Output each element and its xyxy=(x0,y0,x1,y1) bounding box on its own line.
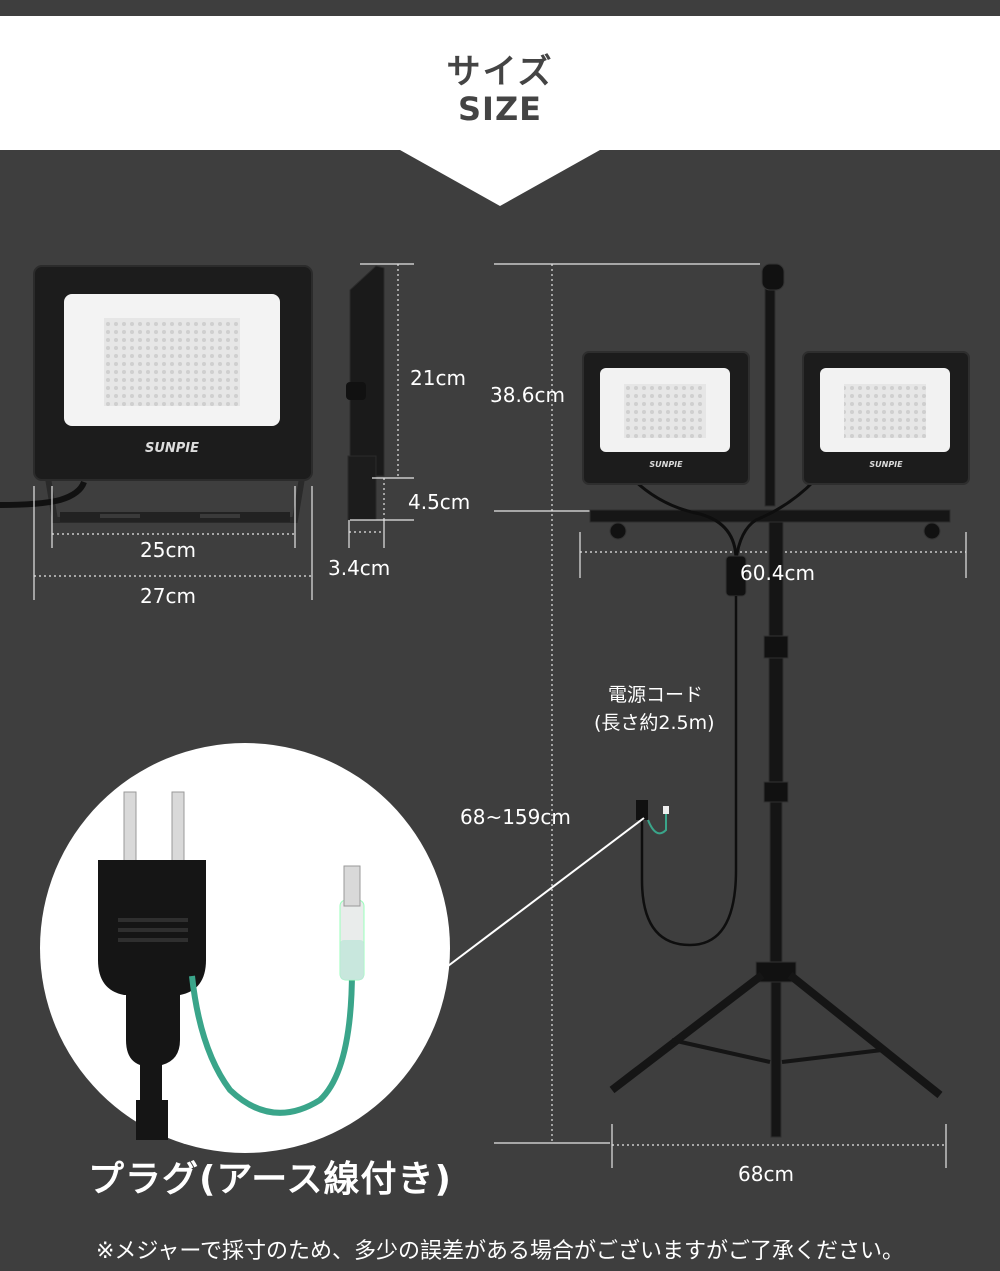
tripod-stand xyxy=(589,263,951,1138)
front-width-inner-label: 25cm xyxy=(140,538,196,562)
cord-length-label: (長さ約2.5m) xyxy=(594,712,715,734)
pole-height-label: 68~159cm xyxy=(460,805,571,829)
svg-text:SUNPIE: SUNPIE xyxy=(869,460,903,469)
front-width-outer-label: 27cm xyxy=(140,584,196,608)
plug-closeup xyxy=(40,743,450,1153)
side-bracket-label: 4.5cm xyxy=(408,490,471,514)
svg-text:SUNPIE: SUNPIE xyxy=(649,460,683,469)
stand-head-height-label: 38.6cm xyxy=(490,383,566,407)
plug-callout-line xyxy=(447,817,645,967)
stand-span-label: 60.4cm xyxy=(740,561,816,585)
plug-title: プラグ(アース線付き) xyxy=(88,1159,452,1200)
front-dimension-lines xyxy=(33,486,313,600)
measurement-footnote: ※メジャーで採寸のため、多少の誤差がある場合がございますがご了承ください。 xyxy=(95,1239,905,1264)
section-title-en: SIZE xyxy=(457,90,542,128)
cord-label: 電源コード xyxy=(608,684,704,706)
base-width-label: 68cm xyxy=(738,1162,794,1186)
stand-lamp-right: SUNPIE xyxy=(802,351,970,485)
front-view-lamp xyxy=(0,265,313,523)
side-height-label: 21cm xyxy=(410,366,466,390)
stand-lamp-left: SUNPIE xyxy=(582,351,750,485)
side-depth-label: 3.4cm xyxy=(328,556,391,580)
side-dimension-lines xyxy=(348,263,414,548)
header-band xyxy=(0,16,1000,150)
header-arrow xyxy=(400,150,600,206)
top-strip xyxy=(0,0,1000,16)
side-view-lamp xyxy=(346,265,385,521)
section-title-ja: サイズ xyxy=(446,52,554,92)
brand-logo: SUNPIE xyxy=(145,441,199,456)
